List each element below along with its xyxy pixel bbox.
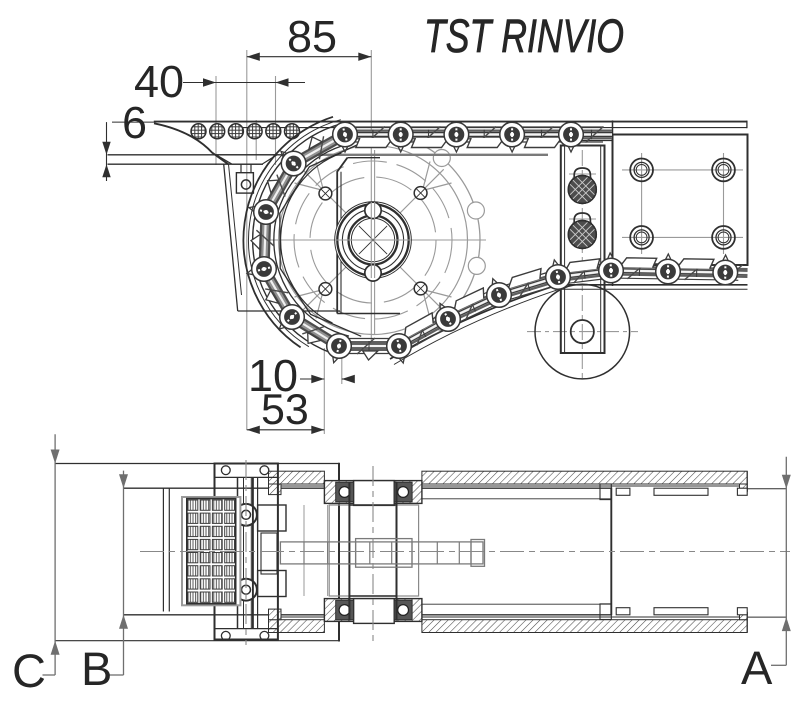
- svg-text:85: 85: [287, 11, 337, 62]
- svg-text:6: 6: [122, 97, 147, 148]
- svg-text:C: C: [12, 644, 46, 697]
- svg-text:TST RINVIO: TST RINVIO: [424, 9, 624, 62]
- svg-text:A: A: [741, 641, 773, 694]
- svg-text:53: 53: [261, 386, 309, 434]
- svg-text:40: 40: [134, 56, 184, 107]
- svg-text:B: B: [81, 642, 112, 695]
- svg-text:10: 10: [248, 350, 298, 401]
